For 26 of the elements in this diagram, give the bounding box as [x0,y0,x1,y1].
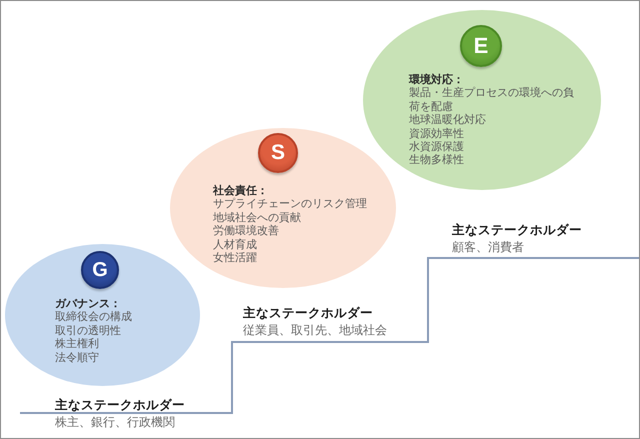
stakeholder-list: 従業員、取引先、地域社会 [243,322,387,339]
letter-badge: S [258,133,298,173]
list-item: 人材育成 [213,238,258,252]
list-item: 女性活躍 [213,251,258,264]
category-heading: ガバナンス： [55,297,122,310]
list-item: 取締役会の構成 [55,310,133,324]
list-item: 水資源保護 [409,140,465,154]
stakeholder-heading: 主なステークホルダー [55,397,185,414]
stakeholder-list: 株主、銀行、行政機関 [55,414,175,431]
list-item: 資源効率性 [409,126,465,140]
letter-badge: G [81,251,119,289]
list-item: 製品・生産プロセスの環境への負荷を配慮 [409,86,575,114]
list-item: サプライチェーンのリスク管理 [213,197,368,211]
list-item: 労働環境改善 [213,224,280,238]
list-item: 地域社会への貢献 [213,210,302,224]
stakeholder-heading: 主なステークホルダー [452,222,582,239]
category-heading: 社会責任： [213,184,269,198]
category-heading: 環境対応： [409,73,465,86]
list-item: 株主権利 [55,337,100,351]
stakeholder-list: 顧客、消費者 [452,239,524,256]
list-item: 生物多様性 [409,153,465,167]
stakeholder-heading: 主なステークホルダー [243,305,373,322]
list-item: 地球温暖化対応 [409,113,487,127]
letter-badge: E [460,25,502,67]
list-item: 取引の透明性 [55,324,122,338]
list-item: 法令順守 [55,350,100,364]
